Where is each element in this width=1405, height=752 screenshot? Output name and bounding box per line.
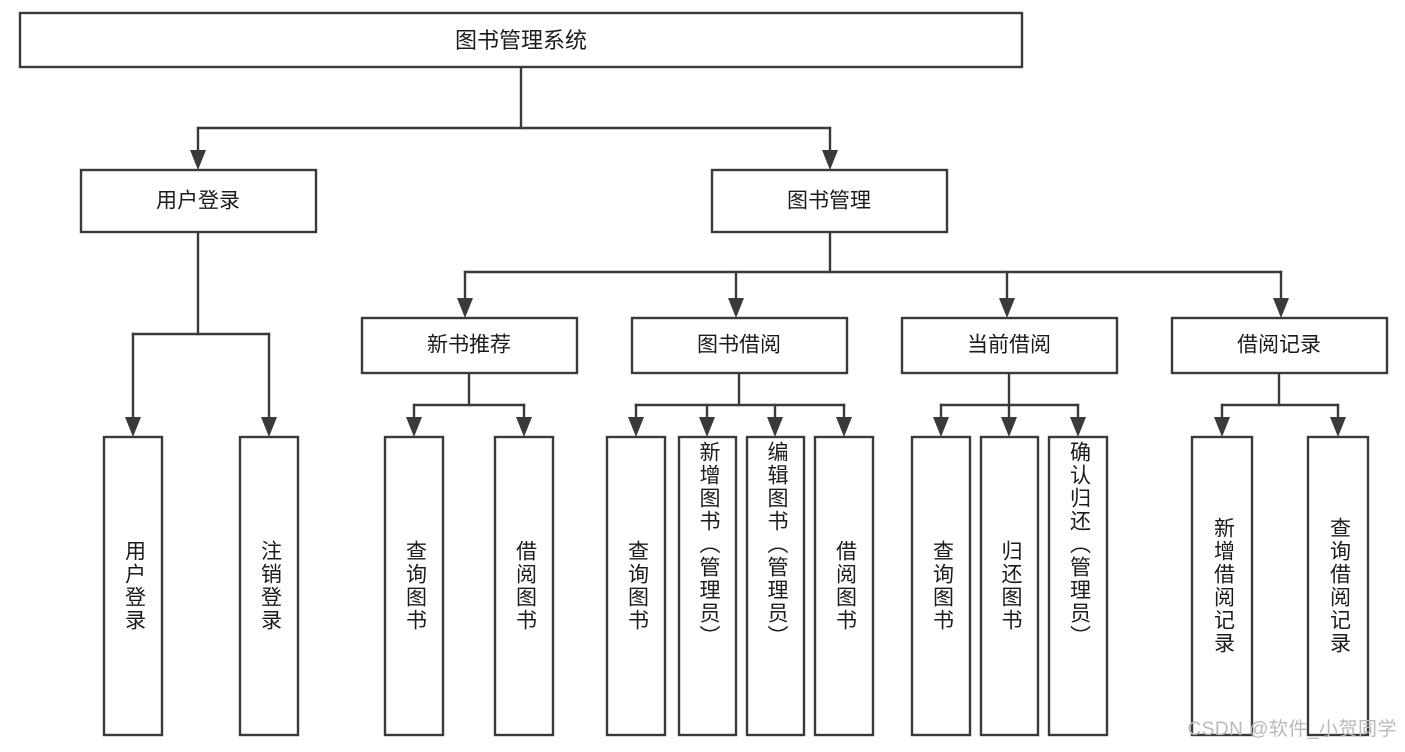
node-root[interactable]: 图书管理系统 [18, 11, 1024, 69]
leaf-query-book-1-box[interactable] [383, 435, 445, 737]
leaf-user-login-box[interactable] [102, 435, 164, 737]
arrow-head-leaf-query-book-1 [406, 417, 422, 437]
leaf-add-record-box[interactable] [1190, 435, 1254, 737]
node-book-borrow[interactable]: 图书借阅 [630, 316, 849, 375]
node-root-box[interactable] [18, 11, 1024, 69]
arrow-head-book-manage [822, 150, 838, 170]
connectors-current-borrow [933, 371, 1086, 437]
arrow-head-leaf-query-book-3 [933, 417, 949, 437]
node-book-borrow-box[interactable] [630, 316, 849, 375]
node-book-borrow-label: 图书借阅 [697, 334, 781, 357]
leaf-query-book-2-box[interactable] [605, 435, 667, 737]
connectors-root [190, 65, 838, 170]
connectors-book-manage [457, 230, 1289, 318]
node-current-borrow-box[interactable] [900, 316, 1119, 375]
arrow-head-leaf-edit-book [767, 417, 783, 437]
node-new-book-rec[interactable]: 新书推荐 [360, 316, 579, 375]
arrow-head-user-login [190, 150, 206, 170]
arrow-head-leaf-query-record [1330, 417, 1346, 437]
node-book-manage[interactable]: 图书管理 [710, 168, 949, 234]
arrow-head-leaf-logout [261, 417, 277, 437]
leaf-boxes [102, 435, 1370, 737]
node-book-manage-box[interactable] [710, 168, 949, 234]
arrow-head-current-borrow [999, 298, 1015, 318]
node-book-manage-label: 图书管理 [787, 190, 871, 213]
arrow-head-leaf-user-login [125, 417, 141, 437]
node-current-borrow[interactable]: 当前借阅 [900, 316, 1119, 375]
leaf-query-book-3-box[interactable] [910, 435, 972, 737]
arrow-head-leaf-return-book [1001, 417, 1017, 437]
connectors-new-book-rec [406, 371, 532, 437]
leaf-confirm-return-box[interactable] [1047, 435, 1109, 737]
arrow-head-leaf-add-record [1214, 417, 1230, 437]
leaf-edit-book-box[interactable] [745, 435, 806, 737]
arrow-head-new-book-rec [457, 298, 473, 318]
connectors-borrow-record [1214, 371, 1346, 437]
node-user-login[interactable]: 用户登录 [79, 168, 318, 234]
leaf-borrow-book-2-box[interactable] [813, 435, 875, 737]
arrow-head-borrow-record [1273, 298, 1289, 318]
leaf-borrow-book-1-box[interactable] [493, 435, 555, 737]
node-borrow-record-label: 借阅记录 [1237, 334, 1321, 357]
leaf-query-record-box[interactable] [1306, 435, 1370, 737]
node-user-login-label: 用户登录 [156, 190, 240, 213]
node-new-book-rec-label: 新书推荐 [427, 334, 511, 357]
csdn-watermark: CSDN @软件_小贺同学 [1187, 719, 1397, 740]
arrow-head-book-borrow [728, 298, 744, 318]
arrow-head-leaf-confirm-return [1070, 417, 1086, 437]
leaf-return-book-box[interactable] [979, 435, 1040, 737]
node-root-label: 图书管理系统 [455, 28, 587, 53]
arrow-head-leaf-borrow-book-1 [516, 417, 532, 437]
connectors-book-borrow [628, 371, 852, 437]
leaf-add-book-box[interactable] [677, 435, 738, 737]
node-current-borrow-label: 当前借阅 [967, 334, 1051, 357]
arrow-head-leaf-query-book-2 [628, 417, 644, 437]
leaf-logout-box[interactable] [238, 435, 300, 737]
connectors-user-login [125, 230, 277, 437]
node-borrow-record[interactable]: 借阅记录 [1170, 316, 1389, 375]
node-borrow-record-box[interactable] [1170, 316, 1389, 375]
arrow-head-leaf-borrow-book-2 [836, 417, 852, 437]
node-user-login-box[interactable] [79, 168, 318, 234]
arrow-head-leaf-add-book [699, 417, 715, 437]
node-new-book-rec-box[interactable] [360, 316, 579, 375]
